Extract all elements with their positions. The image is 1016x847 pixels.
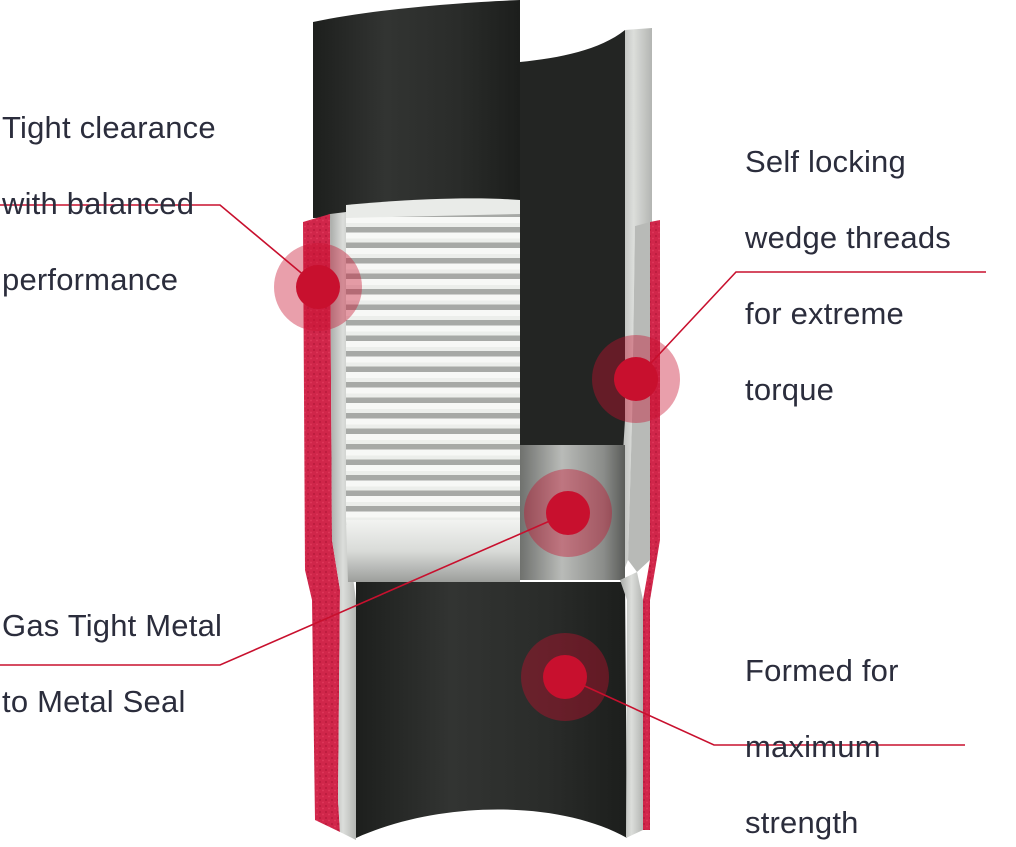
callout-formed: Formed for maximum strength <box>745 614 899 847</box>
leader-line-tight-clearance <box>0 204 319 288</box>
seal-band <box>346 520 520 582</box>
hotspot-gas-tight[interactable] <box>524 469 612 557</box>
hotspot-tight-clearance[interactable] <box>274 243 362 331</box>
callout-tight-clearance: Tight clearance with balanced performanc… <box>2 71 216 337</box>
callout-line: Gas Tight Metal <box>2 608 223 643</box>
callout-line: for extreme <box>745 296 904 331</box>
callout-line: Tight clearance <box>2 110 216 145</box>
callout-self-locking: Self locking wedge threads for extreme t… <box>745 105 951 447</box>
coupling-steel-face-left <box>330 212 356 840</box>
hotspot-self-locking[interactable] <box>592 335 680 423</box>
leader-line-self-locking <box>635 271 986 380</box>
coupling-steel-face-right <box>620 572 643 838</box>
callout-line: with balanced <box>2 186 195 221</box>
leader-line-formed <box>564 676 965 746</box>
callout-line: wedge threads <box>745 220 951 255</box>
pin-pipe-body <box>313 0 520 218</box>
callout-line: strength <box>745 805 859 840</box>
callout-gas-tight: Gas Tight Metal to Metal Seal <box>2 569 222 759</box>
pipe-inner-wall <box>520 30 625 580</box>
thread-region <box>346 205 520 525</box>
hotspot-formed[interactable] <box>521 633 609 721</box>
callout-line: torque <box>745 372 835 407</box>
callout-line: maximum <box>745 729 881 764</box>
thread-top-shade <box>346 198 520 218</box>
callout-line: to Metal Seal <box>2 684 186 719</box>
callout-line: Formed for <box>745 653 899 688</box>
leader-line-gas-tight <box>0 512 569 666</box>
box-pipe-interior <box>356 582 627 838</box>
pin-steel-cut-face <box>615 28 652 580</box>
coupling-red-coating-left <box>303 214 340 832</box>
callout-line: Self locking <box>745 144 906 179</box>
callout-line: performance <box>2 262 179 297</box>
